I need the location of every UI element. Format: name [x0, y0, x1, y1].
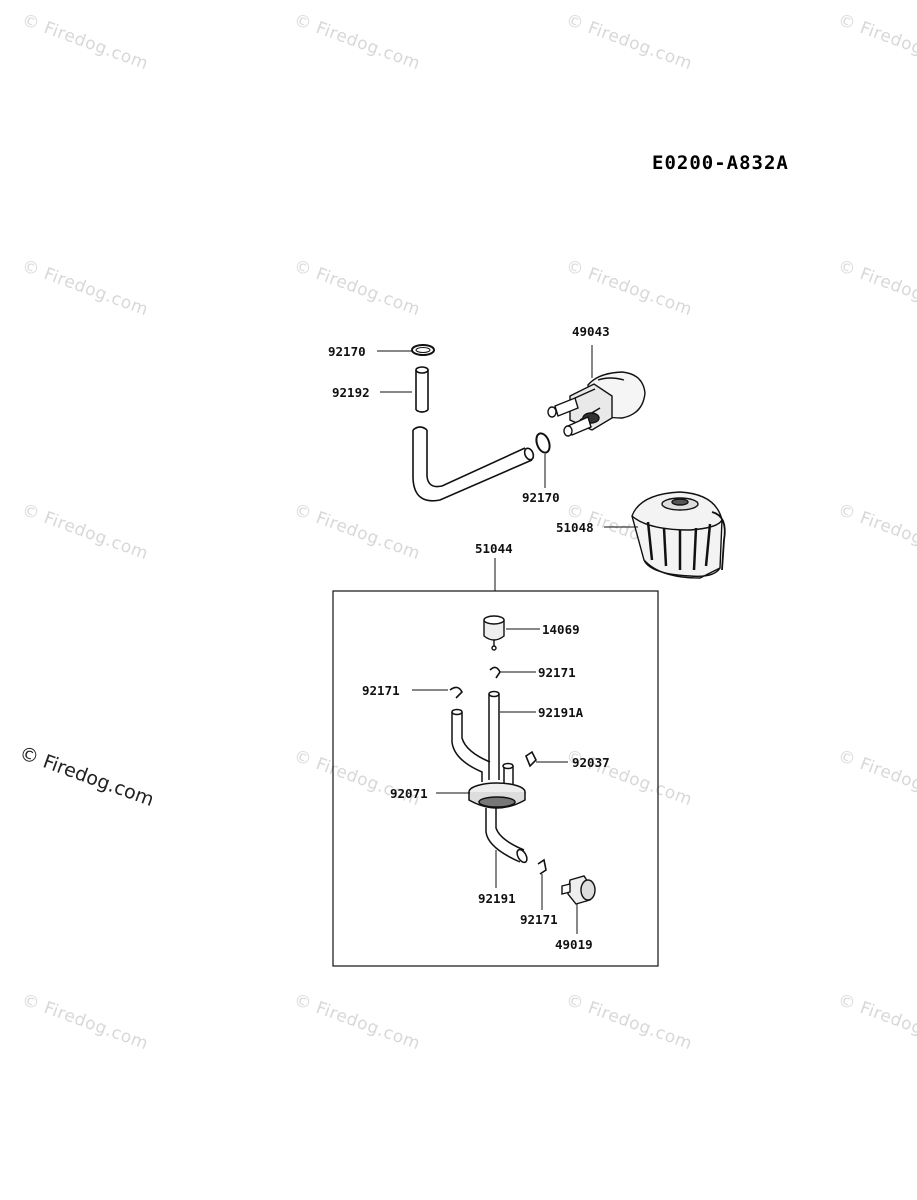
label-92171-b: 92171	[362, 683, 400, 698]
label-92171-c: 92171	[520, 912, 558, 927]
label-14069: 14069	[542, 622, 580, 637]
label-51044: 51044	[475, 541, 513, 556]
fuel-hose-92192	[412, 366, 535, 502]
label-51048: 51048	[556, 520, 594, 535]
label-49019: 49019	[555, 937, 593, 952]
clip-92037	[525, 750, 537, 768]
clip-92171-b	[449, 686, 463, 699]
label-92192: 92192	[332, 385, 370, 400]
hose-clamp-92170-mid	[535, 432, 551, 454]
fuel-tubes	[451, 690, 514, 784]
label-92071: 92071	[390, 786, 428, 801]
diagram-code: E0200-A832A	[652, 152, 789, 174]
hose-clamp-92170-top	[411, 344, 435, 356]
part-14069	[483, 615, 505, 651]
label-92171-a: 92171	[538, 665, 576, 680]
label-92170-mid: 92170	[522, 490, 560, 505]
clip-92171-c	[537, 858, 547, 875]
fuel-cap-51048	[631, 491, 726, 579]
label-92037: 92037	[572, 755, 610, 770]
primer-pump-49043	[547, 345, 646, 437]
label-92191: 92191	[478, 891, 516, 906]
clip-92171-a	[489, 666, 501, 679]
fuel-tube-92191	[485, 808, 528, 864]
fuel-valve-92071	[468, 782, 526, 809]
fuel-filter-49019	[561, 875, 596, 905]
label-92170-top: 92170	[328, 344, 366, 359]
label-49043: 49043	[572, 324, 610, 339]
label-92191A: 92191A	[538, 705, 584, 720]
